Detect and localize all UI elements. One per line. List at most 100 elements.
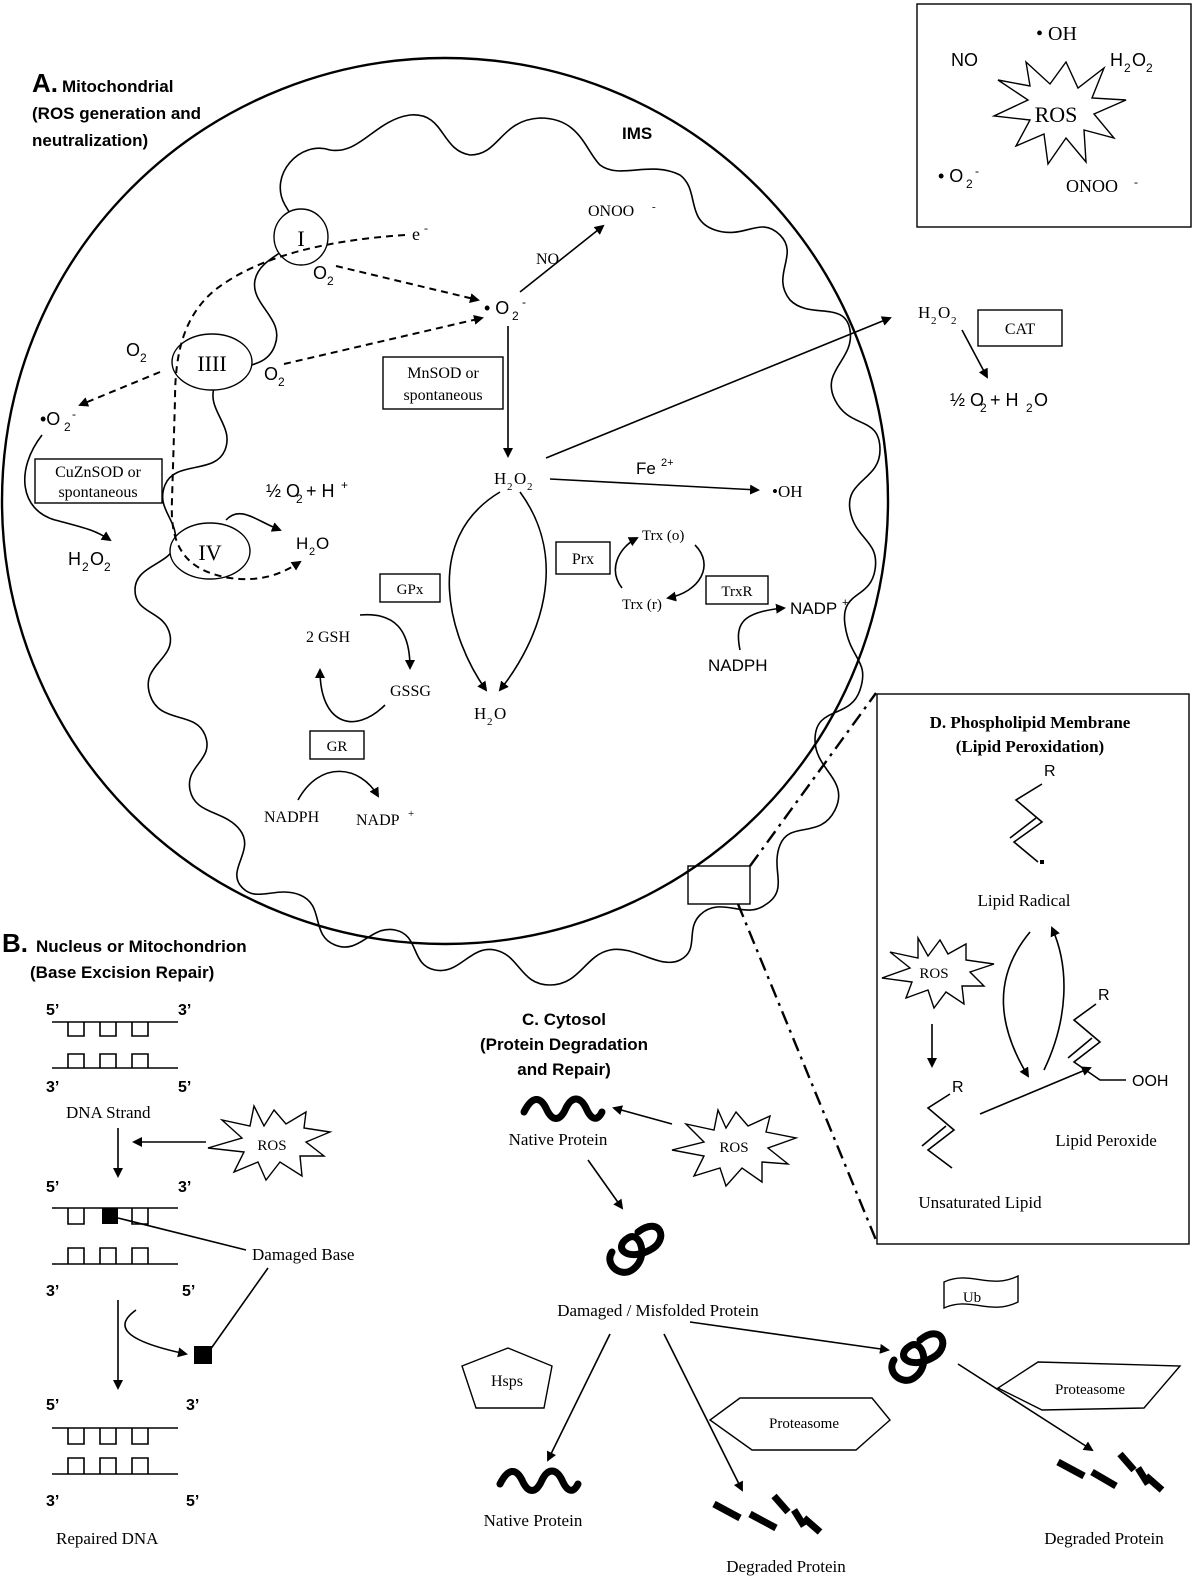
lipid-radical-label: Lipid Radical — [977, 891, 1070, 910]
arrow-base-excision — [124, 1309, 188, 1358]
ubiquitin-label: Ub — [963, 1290, 981, 1306]
cuznsod-label-line1: CuZnSOD or — [55, 464, 141, 481]
svg-text:O: O — [938, 303, 950, 322]
svg-text:NADP: NADP — [356, 812, 400, 829]
arrow-complex-iv-to-h2o — [225, 512, 282, 532]
peroxynitrite-label: ONOO - — [588, 201, 656, 220]
proteasome-left-label: Proteasome — [769, 1416, 839, 1432]
o2-complex-i: O 2 — [313, 263, 334, 288]
svg-text:3’: 3’ — [46, 1283, 59, 1300]
svg-text:• O: • O — [938, 166, 963, 186]
svg-text:H: H — [494, 469, 506, 488]
panel-b-letter: B. — [2, 928, 28, 958]
trxr-box — [705, 575, 769, 605]
svg-text:+ H: + H — [306, 481, 335, 501]
svg-text:O: O — [264, 364, 278, 384]
damaged-base-label: Damaged Base — [252, 1245, 354, 1264]
arrow-gssg-to-gsh — [315, 668, 386, 723]
cuznsod-box — [34, 458, 163, 504]
electron-charge: - — [424, 221, 428, 235]
svg-text:O: O — [514, 469, 526, 488]
no-label: NO — [536, 251, 559, 268]
svg-text:5’: 5’ — [46, 1002, 59, 1019]
panel-d-phospholipid-membrane: D. Phospholipid Membrane (Lipid Peroxida… — [876, 693, 1190, 1245]
cat-label: CAT — [1005, 321, 1035, 338]
svg-text:5’: 5’ — [46, 1397, 59, 1414]
nadp-matrix-right: NADP + — [790, 597, 848, 618]
hsps-pentagon — [461, 1347, 553, 1409]
ros-burst-lipid-label: ROS — [919, 966, 948, 982]
hydroxyl-matrix: •OH — [772, 482, 803, 501]
arrow-cat-reaction — [961, 329, 988, 379]
repaired-dna-label: Repaired DNA — [56, 1529, 159, 1548]
cuznsod-label-line2: spontaneous — [58, 484, 137, 501]
svg-text:R: R — [952, 1079, 964, 1096]
svg-text:3’: 3’ — [46, 1493, 59, 1510]
arrow-native-to-misfolded — [587, 1159, 624, 1210]
svg-text:2: 2 — [140, 351, 147, 365]
h2o2-ims: H 2 O 2 — [68, 549, 111, 574]
gpx-label: GPx — [397, 582, 424, 598]
svg-text:2: 2 — [104, 560, 111, 574]
svg-text:2: 2 — [309, 546, 315, 558]
arrow-misfolded-to-refolded — [547, 1333, 611, 1462]
svg-text:OOH: OOH — [1132, 1073, 1168, 1090]
svg-text:O: O — [126, 340, 140, 360]
svg-text:-: - — [522, 295, 526, 309]
svg-text:-: - — [1134, 175, 1138, 189]
panel-b-title-line1: Nucleus or Mitochondrion — [36, 937, 247, 956]
panel-a-mitochondrion: A. Mitochondrial (ROS generation and neu… — [0, 56, 1063, 1241]
svg-text:2: 2 — [64, 420, 71, 434]
ros-legend-oh: • OH — [1036, 23, 1077, 45]
ims-label: IMS — [622, 124, 652, 143]
electron-label: e — [412, 224, 420, 244]
prx-box — [555, 541, 611, 575]
arrow-misfolded-to-ubiquitin — [689, 1321, 890, 1354]
panel-c-title-line2: (Protein Degradation — [480, 1035, 648, 1054]
arrow-h2o2-prx-loop — [498, 491, 547, 692]
svg-text:2: 2 — [951, 315, 957, 327]
nadp-gr: NADP + — [356, 808, 414, 829]
svg-text:•O: •O — [40, 409, 60, 429]
degraded-fragments-right — [1056, 1451, 1165, 1493]
svg-text:ONOO: ONOO — [588, 203, 634, 220]
ubiquitin-flag — [943, 1274, 1019, 1310]
unsaturated-lipid-structure: R — [921, 1079, 964, 1169]
arrow-unsaturated-to-peroxide — [979, 1066, 1092, 1115]
complex-iii-label: IIII — [197, 351, 226, 376]
damaged-base-pointer-2 — [209, 1267, 269, 1351]
svg-text:Fe: Fe — [636, 459, 656, 478]
degraded-fragments-middle — [712, 1493, 823, 1535]
h2o-complex-iv: H 2 O — [296, 534, 329, 558]
svg-text:+: + — [341, 478, 348, 492]
svg-text:R: R — [1098, 987, 1110, 1004]
mnsod-label-line2: spontaneous — [403, 387, 482, 404]
ros-burst-dna — [207, 1103, 333, 1182]
ros-burst-dna-label: ROS — [257, 1138, 286, 1154]
gr-label: GR — [327, 739, 348, 755]
svg-text:2: 2 — [1026, 401, 1033, 415]
gr-box — [309, 730, 365, 760]
svg-text:• O: • O — [484, 298, 509, 318]
h2o2-matrix: H 2 O 2 — [494, 469, 533, 493]
arrow-complex-i-to-superoxide — [335, 265, 480, 303]
svg-text:2+: 2+ — [661, 457, 674, 469]
zoom-line-bottom — [736, 903, 878, 1241]
ros-legend-burst — [991, 60, 1127, 166]
svg-text:H: H — [296, 534, 308, 553]
panel-b-title-line2: (Base Excision Repair) — [30, 963, 214, 982]
panel-a-title-line1: Mitochondrial — [62, 77, 173, 96]
svg-text:O: O — [1132, 50, 1146, 70]
superoxide-ims: •O 2 - — [40, 407, 76, 434]
svg-text:H: H — [68, 549, 81, 569]
svg-text:+: + — [842, 597, 848, 609]
zoom-line-top — [749, 692, 877, 867]
svg-text:2: 2 — [1124, 61, 1131, 75]
degraded-protein-middle-label: Degraded Protein — [726, 1557, 846, 1576]
ros-legend: ROS • OH NO H 2 O 2 • O 2 - ONOO - — [916, 3, 1192, 228]
half-o2-h-plus: ½ O 2 + H + — [266, 478, 348, 506]
svg-text:ONOO: ONOO — [1066, 176, 1118, 196]
arrow-nadph-to-nadp-matrix — [737, 603, 786, 651]
svg-text:2: 2 — [931, 315, 937, 327]
